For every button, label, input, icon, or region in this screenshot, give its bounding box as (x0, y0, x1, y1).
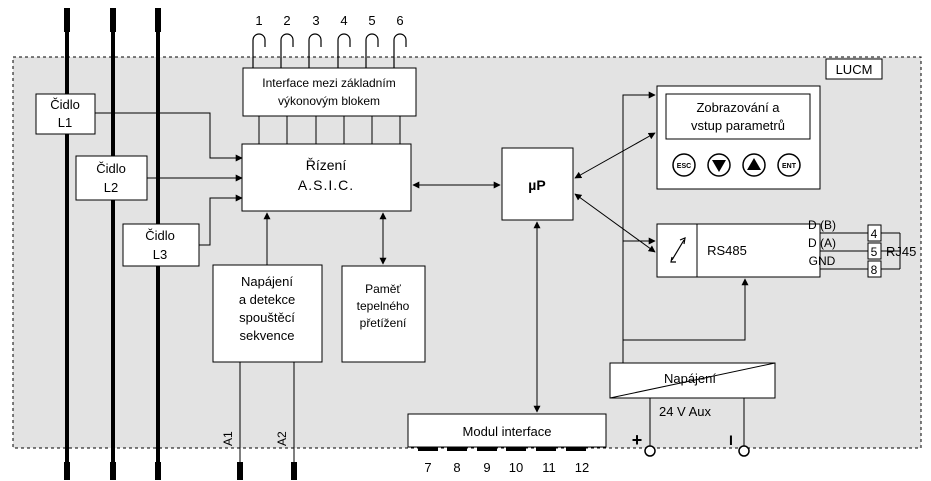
sensor-l3-line1: Čidlo (145, 228, 175, 243)
esc-key-icon[interactable]: ESC (672, 153, 696, 177)
module-name-box (825, 58, 883, 80)
memory-line1: Paměť (365, 282, 401, 296)
microprocessor-label: µP (528, 177, 545, 193)
terminal-12: 12 (575, 460, 589, 475)
supply-voltage: 24 V Aux (659, 404, 712, 419)
memory-line3: přetížení (360, 316, 407, 330)
module-interface-block: Modul interface (407, 413, 607, 448)
terminal-8: 8 (453, 460, 460, 475)
top-terminal-labels: 1 2 3 4 5 6 (255, 13, 403, 28)
signal-da: D (A) (808, 236, 836, 250)
terminal-1: 1 (255, 13, 262, 28)
display-line2: vstup parametrů (691, 118, 785, 133)
sensor-l3: Čidlo L3 (122, 223, 200, 267)
sensor-l1: Čidlo L1 (35, 93, 96, 135)
pin-8: 8 (871, 263, 878, 277)
asic-line1: Řízení (306, 157, 347, 173)
supply-block: Napájení (609, 362, 776, 399)
module-name: LUCM (836, 62, 873, 77)
bottom-terminal-labels: 7 8 9 10 11 12 (424, 460, 589, 475)
interface-line1: Interface mezi základním (262, 76, 395, 90)
terminal-11: 11 (542, 460, 556, 475)
memory-line2: tepelného (357, 299, 410, 313)
signal-db: D (B) (808, 218, 836, 232)
pin-5: 5 (871, 245, 878, 259)
terminal-2: 2 (283, 13, 290, 28)
sensor-l2: Čidlo L2 (75, 155, 148, 201)
asic-line2: A.S.I.C. (298, 177, 354, 193)
power-line4: sekvence (240, 328, 295, 343)
isolation-icon (670, 237, 686, 263)
input-a2: A2 (275, 431, 289, 446)
sensor-l1-line1: Čidlo (50, 97, 80, 112)
asic-block: Řízení A.S.I.C. (241, 143, 412, 212)
supply-wires (622, 91, 749, 446)
display-line1: Zobrazování a (696, 100, 780, 115)
power-line3: spouštěcí (239, 310, 295, 325)
rs485-signals (820, 232, 901, 270)
interface-block: Interface mezi základním výkonovým bloke… (242, 67, 417, 117)
supply-minus: I (729, 432, 733, 448)
bottom-terminal-pads (418, 447, 586, 451)
signal-gnd: GND (809, 254, 836, 268)
microprocessor-block: µP (501, 147, 574, 221)
top-terminals (252, 33, 407, 68)
power-line1: Napájení (241, 274, 293, 289)
supply-label: Napájení (664, 371, 716, 386)
terminal-5: 5 (368, 13, 375, 28)
down-arrow-key-icon[interactable] (707, 153, 731, 177)
interface-line2: výkonovým blokem (278, 94, 380, 108)
rs485-block: RS485 (656, 223, 821, 278)
up-arrow-key-icon[interactable] (742, 153, 766, 177)
supply-plus: + (632, 430, 643, 450)
power-line2: a detekce (239, 292, 295, 307)
sensor-l2-line2: L2 (104, 180, 118, 195)
terminal-6: 6 (396, 13, 403, 28)
rs485-label: RS485 (707, 243, 747, 258)
memory-block: Paměť tepelného přetížení (341, 265, 426, 363)
module-interface-label: Modul interface (463, 424, 552, 439)
sensor-l3-line2: L3 (153, 247, 167, 262)
control-inputs: A1 A2 (221, 362, 297, 480)
sensor-l2-line1: Čidlo (96, 161, 126, 176)
rs485-pins: 4 5 8 (867, 224, 882, 278)
interface-wires (258, 116, 401, 144)
sensor-links (95, 112, 243, 246)
power-detection-block: Napájení a detekce spouštěcí sekvence (212, 264, 323, 363)
supply-terminals: + I (632, 430, 750, 457)
up-rs485-link (574, 193, 656, 253)
terminal-3: 3 (312, 13, 319, 28)
input-a1: A1 (221, 431, 235, 446)
rj45-label: RJ45 (886, 244, 916, 259)
terminal-10: 10 (509, 460, 523, 475)
esc-key-label: ESC (677, 163, 691, 170)
terminal-9: 9 (483, 460, 490, 475)
enter-key-icon[interactable]: ENT (777, 153, 801, 177)
terminal-4: 4 (340, 13, 347, 28)
up-display-link (574, 132, 656, 179)
sensor-l1-line2: L1 (58, 115, 72, 130)
enter-key-label: ENT (782, 163, 797, 170)
terminal-7: 7 (424, 460, 431, 475)
pin-4: 4 (871, 227, 878, 241)
display-keys: ESC ENT (672, 153, 801, 177)
